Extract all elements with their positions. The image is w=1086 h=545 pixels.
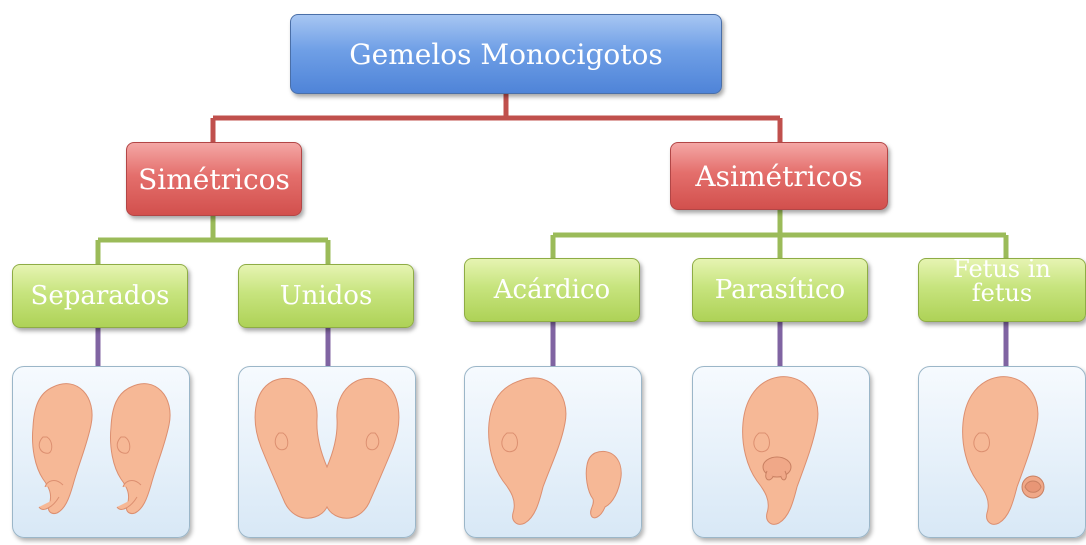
embryo-illustration bbox=[32, 384, 92, 514]
level2-connectors bbox=[98, 322, 1006, 368]
node-parasitico: Parasítico bbox=[692, 258, 868, 322]
node-acardico-label: Acárdico bbox=[494, 277, 610, 303]
root-label: Gemelos Monocigotos bbox=[349, 38, 662, 71]
panel-separados bbox=[12, 366, 190, 538]
panel-parasitico bbox=[692, 366, 870, 538]
node-fetus-in-fetus-label: Fetus in fetus bbox=[947, 258, 1057, 305]
embryo-illustration bbox=[963, 377, 1038, 525]
root-connectors bbox=[213, 94, 780, 142]
panel-fetus-in-fetus bbox=[918, 366, 1086, 538]
node-parasitico-label: Parasítico bbox=[715, 277, 845, 303]
node-acardico: Acárdico bbox=[464, 258, 640, 322]
embryo-illustration bbox=[489, 378, 566, 524]
node-simetricos-label: Simétricos bbox=[138, 163, 290, 196]
root-node: Gemelos Monocigotos bbox=[290, 14, 722, 94]
node-separados: Separados bbox=[12, 264, 188, 328]
node-asimetricos: Asimétricos bbox=[670, 142, 888, 210]
node-unidos: Unidos bbox=[238, 264, 414, 328]
panel-unidos bbox=[238, 366, 416, 538]
node-fetus-in-fetus: Fetus in fetus bbox=[918, 258, 1086, 322]
node-asimetricos-label: Asimétricos bbox=[695, 160, 862, 193]
included-fetus-illustration bbox=[1022, 476, 1044, 498]
embryo-illustration bbox=[110, 384, 170, 514]
acardiac-mass-illustration bbox=[586, 451, 621, 517]
node-simetricos: Simétricos bbox=[126, 142, 302, 216]
parasitic-twin-illustration bbox=[763, 457, 791, 480]
node-unidos-label: Unidos bbox=[280, 283, 373, 309]
node-separados-label: Separados bbox=[31, 283, 170, 309]
panel-acardico bbox=[464, 366, 642, 538]
embryo-illustration bbox=[743, 377, 818, 525]
embryo-illustration bbox=[255, 378, 399, 518]
level1-connectors bbox=[98, 210, 1006, 264]
